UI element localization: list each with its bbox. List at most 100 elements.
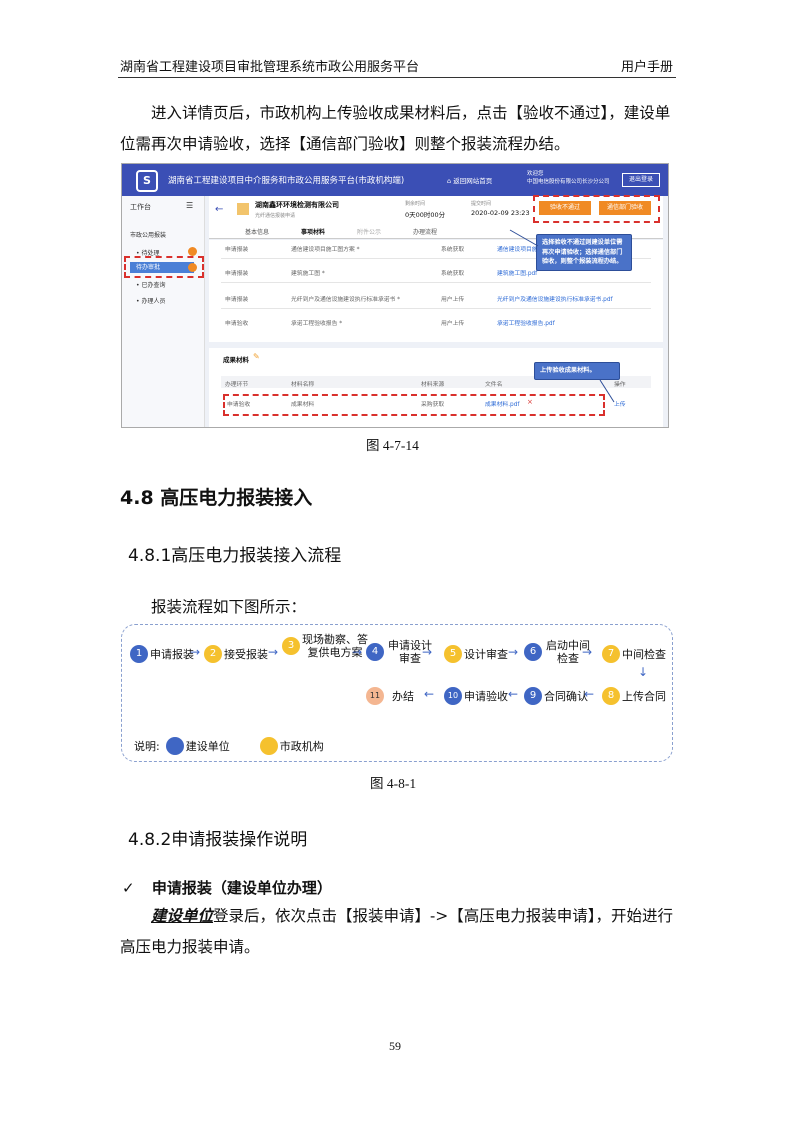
sidebar-section[interactable]: 市政公用报装 — [130, 232, 167, 239]
table-cell: 申请报装 — [225, 297, 249, 303]
welcome-box: 欢迎您中国电信股份有限公司长沙分公司 — [527, 171, 610, 185]
table-cell: 申请验收 — [225, 321, 249, 327]
date-label: 提交时间 — [471, 201, 492, 207]
tab-process[interactable]: 办理流程 — [413, 229, 438, 236]
home-icon: ⌂ — [447, 177, 454, 185]
arrow-right-icon: → — [508, 645, 519, 659]
detail-header: ← 湖南鑫环环境检测有限公司 光纤通信报装申请 剩余时间 0天00时00分 提交… — [209, 195, 663, 238]
file-link[interactable]: 建筑施工图.pdf — [497, 271, 538, 277]
upload-icon: ✎ — [253, 352, 260, 361]
divider — [221, 282, 651, 283]
arrow-down-icon: ↓ — [638, 665, 649, 679]
legend-orange: 市政机构 — [279, 739, 324, 753]
column-header: 办理环节 — [225, 382, 249, 388]
menu-icon[interactable]: ☰ — [186, 201, 194, 210]
highlight-box — [124, 256, 204, 278]
table-cell: 光纤到户及通信设施建设执行标准承诺书 * — [291, 297, 401, 303]
sidebar-item-pending[interactable]: • 待处理 — [136, 250, 160, 257]
arrow-right-icon: → — [422, 645, 433, 659]
callout-upload: 上传验收成果材料。 — [534, 362, 620, 380]
accept-button[interactable]: 通信部门验收 — [599, 201, 651, 215]
section-title: 4.8 高压电力报装接入 — [120, 487, 313, 509]
intro-paragraph: 进入详情页后，市政机构上传验收成果材料后，点击【验收不通过】，建设单位需再次申请… — [120, 104, 671, 153]
table-cell: 用户上传 — [441, 321, 465, 327]
instruction-text: 登录后，依次点击【报装申请】->【高压电力报装申请】，开始进行高压电力报装申请。 — [120, 907, 673, 956]
flow-intro: 报装流程如下图所示： — [151, 598, 307, 616]
sidebar-item-todo[interactable]: 待办审批 — [130, 262, 194, 273]
table-cell: 建筑施工图 * — [291, 271, 325, 277]
highlight-box — [533, 195, 660, 223]
file-link[interactable]: 光纤到户及通信设施建设执行标准承诺书.pdf — [497, 297, 613, 303]
file-link[interactable]: 成果材料.pdf — [485, 402, 520, 408]
subsection-title: 4.8.1高压电力报装接入流程 — [128, 546, 342, 566]
tab-attachments[interactable]: 附件公示 — [357, 229, 382, 236]
home-link[interactable]: ⌂ 返回网站首页 — [447, 177, 493, 185]
subsection-title: 4.8.2申请报装操作说明 — [128, 830, 308, 850]
embedded-screenshot: S 湖南省工程建设项目中介服务和市政公用服务平台(市政机构端) ⌂ 返回网站首页… — [121, 163, 669, 428]
logout-button[interactable]: 退出登录 — [622, 173, 660, 187]
legend: 说明: 建设单位 市政机构 — [134, 737, 324, 755]
arrow-right-icon: → — [582, 645, 593, 659]
highlight-box — [223, 394, 605, 416]
arrow-left-icon: ← — [584, 687, 595, 701]
count-badge — [188, 263, 197, 272]
callout-accept: 选择验收不通过则建设单位需再次申请验收；选择通信部门验收，则整个报装流程办结。 — [536, 234, 632, 271]
emphasis-text: 建设单位 — [151, 906, 214, 925]
company-name: 湖南鑫环环境检测有限公司 — [255, 201, 339, 209]
app-logo-icon: S — [136, 170, 158, 192]
figure-caption: 图 4-7-14 — [366, 438, 419, 453]
file-link[interactable]: 承诺工程验收报告.pdf — [497, 321, 555, 327]
sidebar-workbench[interactable]: 工作台 — [130, 203, 151, 211]
running-header: 湖南省工程建设项目审批管理系统市政公用服务平台 — [120, 60, 420, 75]
upload-link[interactable]: 上传 — [614, 402, 626, 408]
table-cell: 采购获取 — [421, 402, 445, 408]
app-title: 湖南省工程建设项目中介服务和市政公用服务平台(市政机构端) — [168, 176, 405, 186]
arrow-left-icon: ← — [508, 687, 519, 701]
tab-materials[interactable]: 事项材料 — [301, 229, 326, 236]
count-badge — [188, 247, 197, 256]
sidebar: 工作台 ☰ 市政公用报装 • 待处理 待办审批 • 已办查询 • 办理人员 — [122, 196, 205, 427]
table-cell: 通信建设项目施工图方案 * — [291, 247, 360, 253]
back-arrow-icon[interactable]: ← — [215, 204, 224, 215]
table-cell: 申请报装 — [225, 271, 249, 277]
column-header: 文件名 — [485, 382, 503, 388]
running-header-right: 用户手册 — [620, 60, 673, 75]
table-cell: 系统获取 — [441, 247, 465, 253]
callout-arrow-icon — [599, 379, 615, 403]
delete-icon[interactable]: × — [527, 398, 533, 406]
app-topbar: S 湖南省工程建设项目中介服务和市政公用服务平台(市政机构端) ⌂ 返回网站首页… — [122, 164, 668, 196]
tab-basic[interactable]: 基本信息 — [245, 229, 270, 236]
time-label: 剩余时间 — [405, 201, 426, 207]
materials-table: 申请报装 通信建设项目施工图方案 * 系统获取 通信建设项目施工... 申请报装… — [209, 240, 663, 342]
sidebar-item-staff[interactable]: • 办理人员 — [136, 298, 166, 305]
arrow-right-icon: → — [190, 645, 201, 659]
divider — [221, 308, 651, 309]
table-cell: 承诺工程验收报告 * — [291, 321, 343, 327]
header-rule — [118, 77, 676, 78]
column-header: 操作 — [614, 382, 626, 388]
figure-caption: 图 4-8-1 — [370, 776, 417, 791]
arrow-left-icon: ← — [424, 687, 435, 701]
arrow-right-icon: → — [268, 645, 279, 659]
table-cell: 系统获取 — [441, 271, 465, 277]
reject-button[interactable]: 验收不通过 — [539, 201, 591, 215]
date-value: 2020-02-09 23:23 — [471, 209, 530, 217]
callout-arrow-icon — [509, 229, 539, 247]
instruction-paragraph: 建设单位登录后，依次点击【报装申请】->【高压电力报装申请】，开始进行高压电力报… — [120, 900, 676, 963]
table-cell: 成果材料 — [291, 402, 315, 408]
check-icon: ✓ — [122, 879, 135, 897]
file-link[interactable]: 通信建设项目施工... — [497, 247, 549, 253]
legend-blue: 建设单位 — [185, 739, 230, 753]
divider — [221, 258, 651, 259]
sidebar-item-done[interactable]: • 已办查询 — [136, 282, 166, 289]
